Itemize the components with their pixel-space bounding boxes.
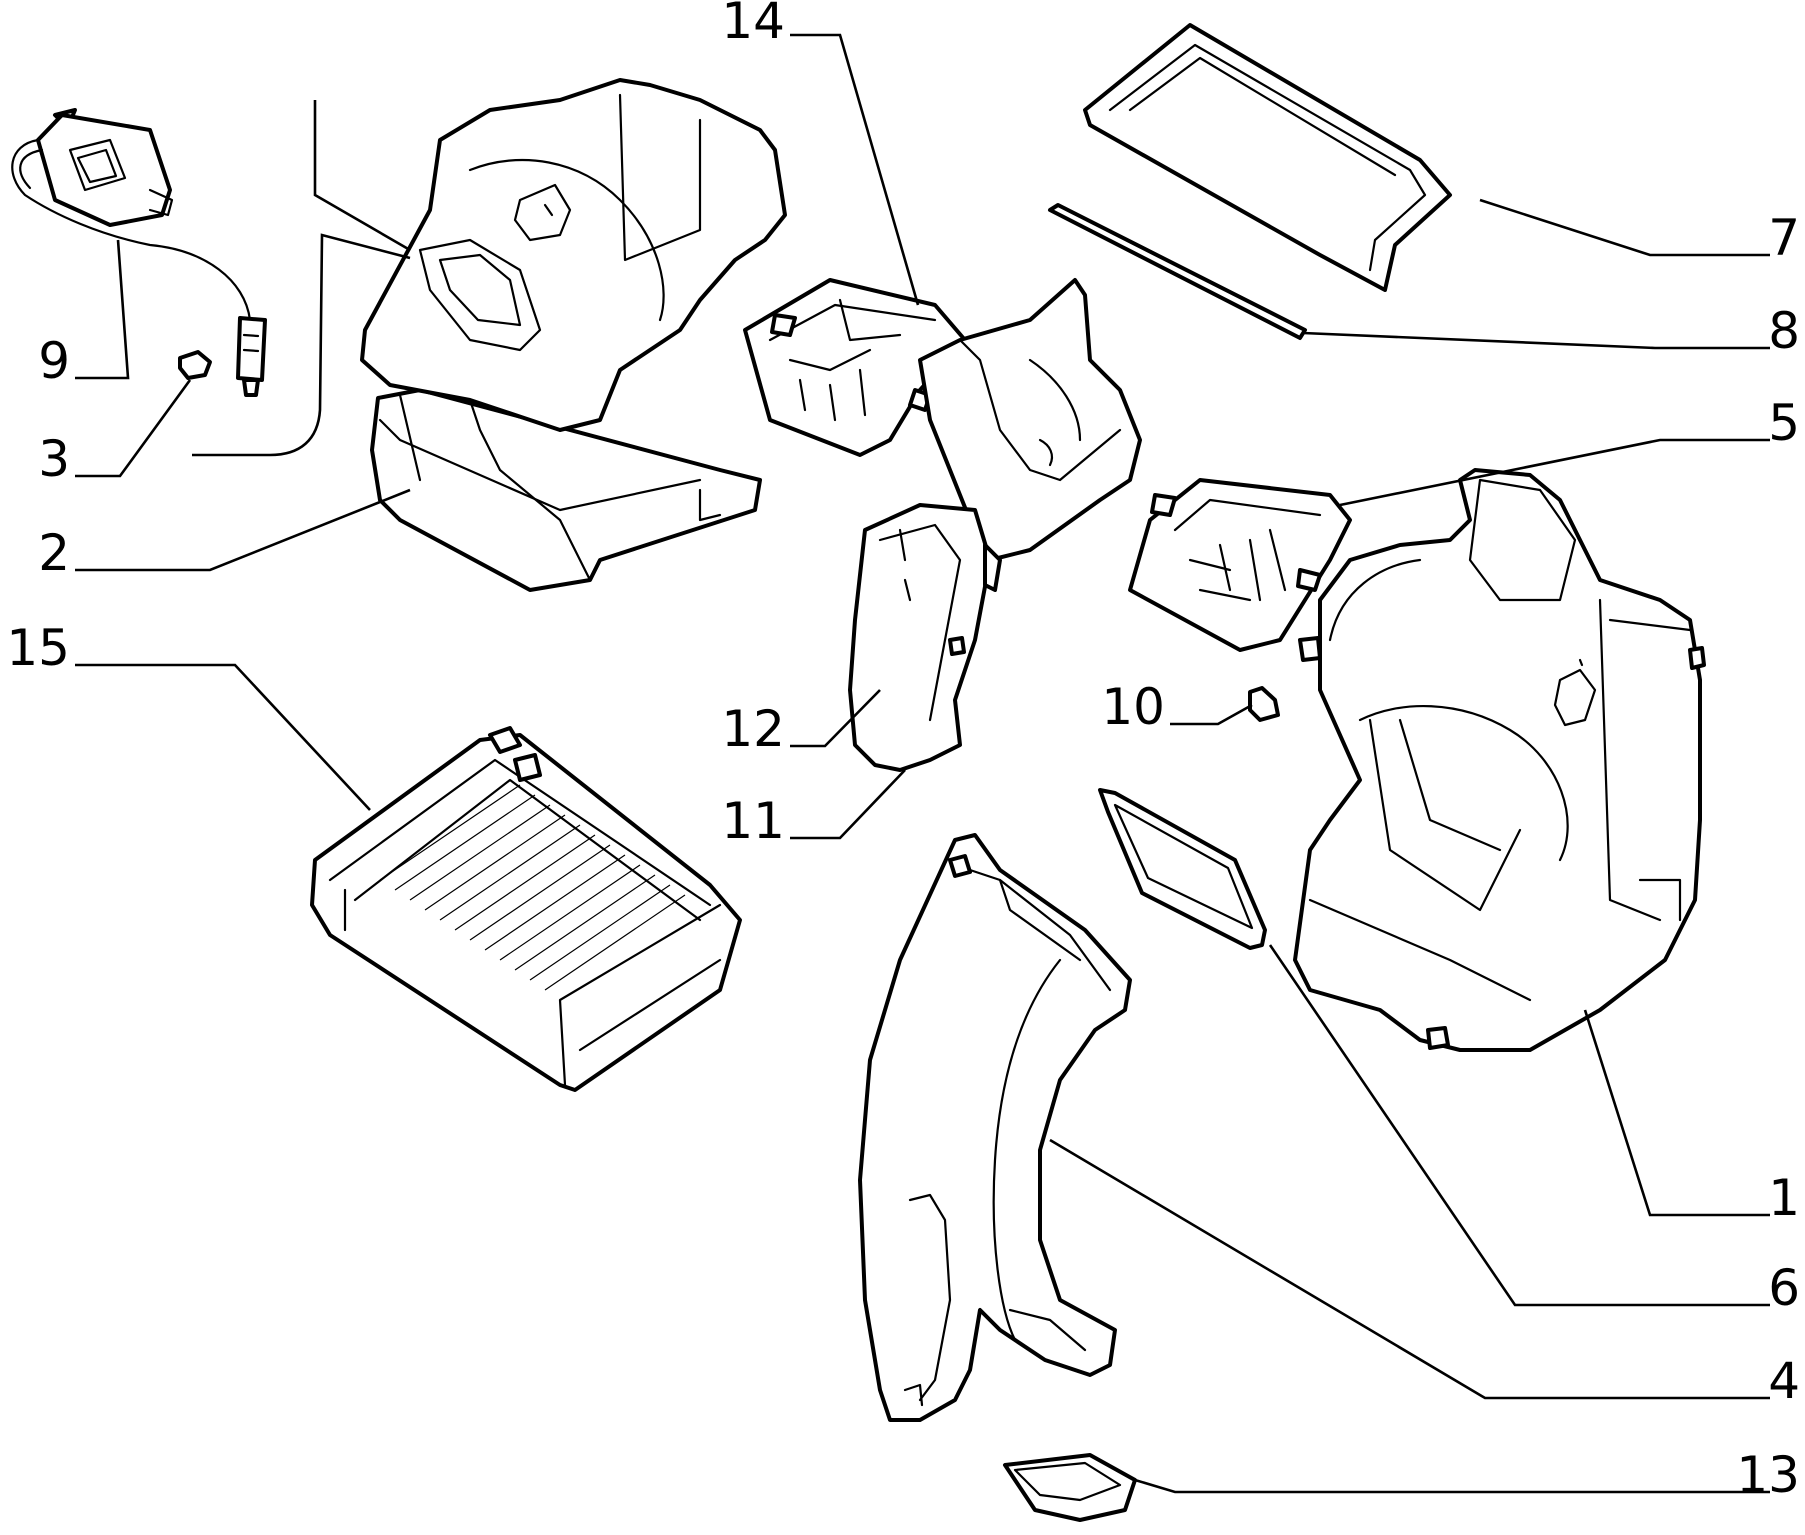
leader-lines (75, 33, 1770, 1494)
leader-7 (1479, 198, 1770, 257)
part-13-cap (1003, 1453, 1137, 1522)
callout-10: 10 (1101, 678, 1165, 736)
leader-2 (75, 488, 411, 572)
part-3-clip (178, 350, 212, 380)
part-2-left-housing (360, 78, 787, 592)
leader-5 (1339, 438, 1770, 507)
part-5-right-flap (1128, 478, 1352, 652)
leader-9 (75, 239, 130, 380)
part-1-right-housing (1293, 468, 1706, 1052)
callout-5: 5 (1768, 394, 1800, 452)
leader-11 (790, 769, 906, 840)
part-4-long-duct (858, 833, 1132, 1422)
part-12-central-duct (848, 278, 1142, 772)
callout-labels: 1 2 3 4 5 6 7 8 9 10 11 12 13 14 15 (6, 0, 1800, 1504)
leader-12 (790, 689, 881, 748)
callout-1: 1 (1768, 1169, 1800, 1227)
callout-11: 11 (721, 792, 785, 850)
leader-6 (1268, 944, 1770, 1307)
part-7-filter-frame (1083, 23, 1452, 292)
callout-15: 15 (6, 619, 70, 677)
leader-8 (1302, 331, 1770, 350)
callout-2: 2 (38, 524, 70, 582)
callout-9: 9 (38, 332, 70, 390)
callout-13: 13 (1736, 1446, 1800, 1504)
leader-14 (790, 33, 920, 306)
part-14-left-flap (743, 278, 967, 457)
part-8-seal-strip (1048, 203, 1307, 340)
part-10-clip (1248, 686, 1280, 722)
callout-8: 8 (1768, 302, 1800, 360)
part-9-resistor-with-cable (11, 108, 267, 397)
leader-bracket (192, 100, 411, 457)
leader-4 (1049, 1138, 1770, 1400)
leader-13 (1134, 1478, 1770, 1494)
leader-10 (1170, 703, 1253, 726)
leader-3 (75, 379, 192, 478)
callout-6: 6 (1768, 1259, 1800, 1317)
callout-4: 4 (1768, 1352, 1800, 1410)
callout-14: 14 (721, 0, 785, 50)
leader-1 (1583, 1009, 1770, 1217)
callout-12: 12 (721, 700, 785, 758)
leader-15 (75, 663, 371, 811)
callout-7: 7 (1768, 209, 1800, 267)
part-15-heater-radiator (310, 726, 742, 1092)
callout-3: 3 (38, 430, 70, 488)
part-6-gasket (1098, 788, 1267, 950)
